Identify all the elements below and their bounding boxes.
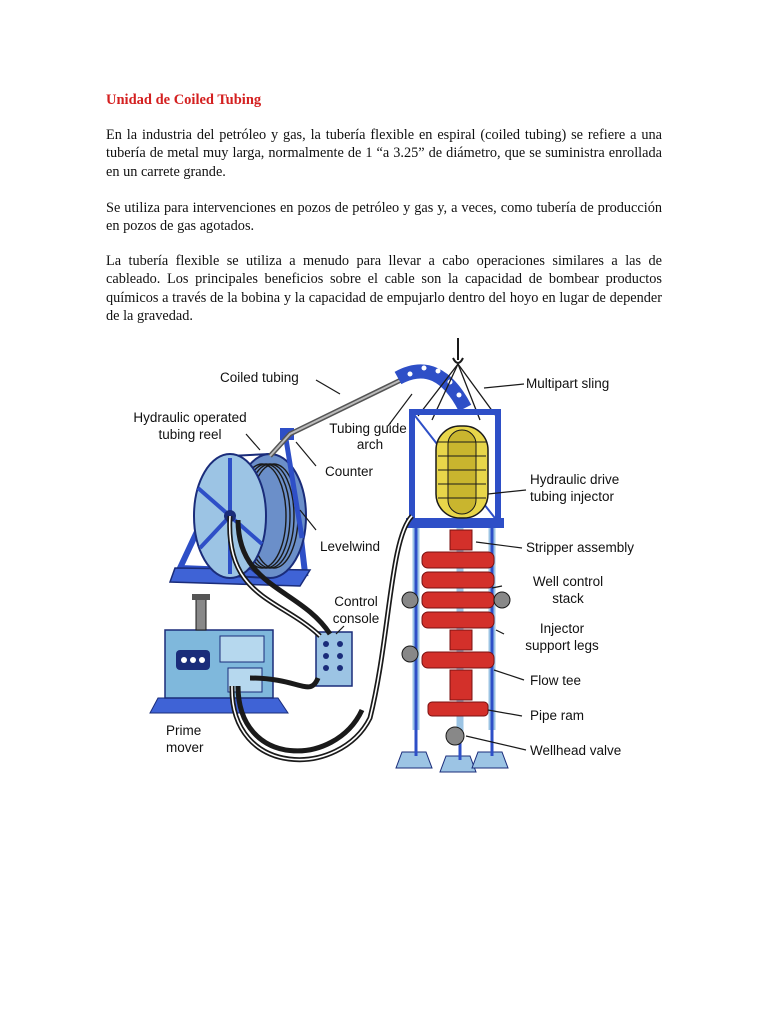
paragraph-benefits: La tubería flexible se utiliza a menudo … [106,253,662,325]
coiled-tubing-diagram: Coiled tubing Hydraulic operated tubing … [133,338,634,773]
label-coiled-tubing: Coiled tubing [220,370,299,385]
document-title: Unidad de Coiled Tubing [106,92,262,108]
label-legs-line2: support legs [525,638,599,653]
label-console-line2: console [333,611,380,626]
prime-mover-drawing [149,594,289,714]
paragraph-uses: Se utiliza para intervenciones en pozos … [106,200,662,235]
injector-tower [395,338,511,773]
coiled-tubing-line [268,375,407,458]
label-console-line1: Control [334,594,378,609]
label-pipe-ram: Pipe ram [530,708,584,723]
label-injector-line1: Hydraulic drive [530,472,619,487]
tubing-reel-drawing [168,428,312,587]
label-reel-line2: tubing reel [158,427,221,442]
label-guide-line1: Tubing guide [329,421,407,436]
control-console-drawing [315,631,353,687]
leader-lines [245,379,527,751]
label-injector-line2: tubing injector [530,489,615,504]
label-guide-line2: arch [357,437,383,452]
label-reel-line1: Hydraulic operated [133,410,246,425]
label-legs-line1: Injector [540,621,585,636]
label-flow-tee: Flow tee [530,673,581,688]
label-levelwind: Levelwind [320,539,380,554]
label-counter: Counter [325,464,374,479]
label-prime-line1: Prime [166,723,201,738]
label-well-control-line1: Well control [533,574,603,589]
label-well-control-line2: stack [552,591,584,606]
label-stripper-assembly: Stripper assembly [526,540,634,555]
paragraph-intro: En la industria del petróleo y gas, la t… [106,127,662,180]
label-prime-line2: mover [166,740,204,755]
label-multipart-sling: Multipart sling [526,376,609,391]
tubing-guide-arch [394,364,472,412]
label-wellhead-valve: Wellhead valve [530,743,621,758]
